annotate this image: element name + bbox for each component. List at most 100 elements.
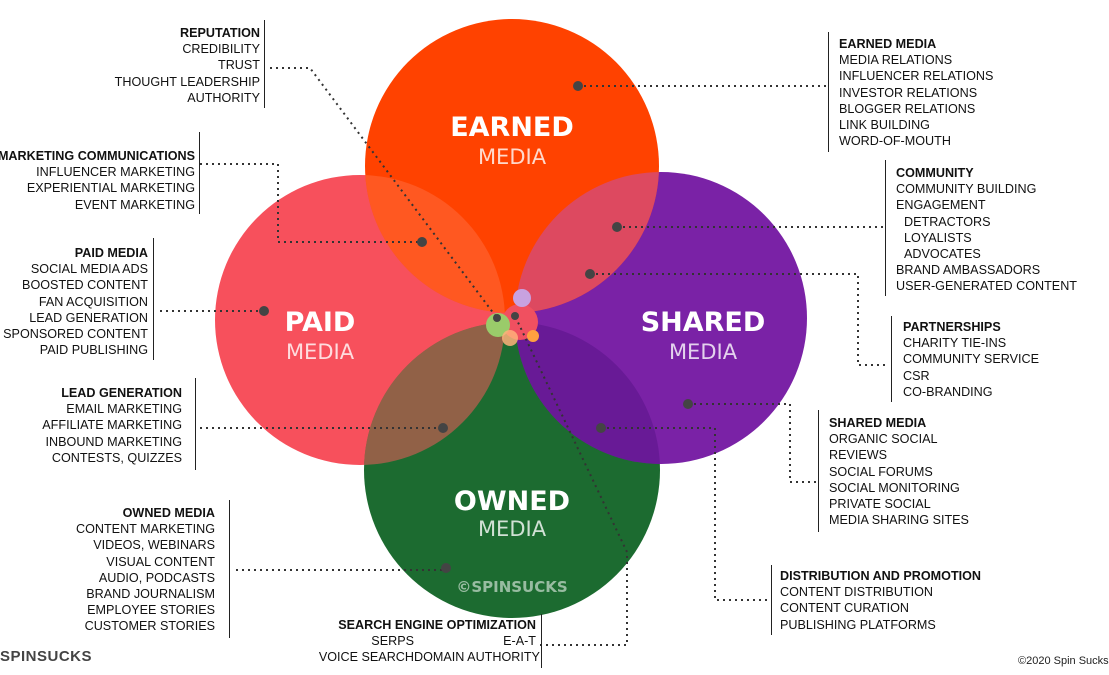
paid-earned-overlap [365,175,505,313]
connector-marketing-comms [200,163,422,243]
connector-dot [585,269,595,279]
marketing-comms-block: MARKETING COMMUNICATIONS INFLUENCER MARK… [0,148,195,213]
watermark: ©SPINSUCKS [456,578,567,596]
list-item: COMMUNITY SERVICE [903,352,1039,367]
list-item: EMAIL MARKETING [66,402,182,417]
center-bubble [513,289,531,307]
list-item: SPONSORED CONTENT [3,327,148,342]
list-item: CO-BRANDING [903,384,993,399]
list-item: EXPERIENTIAL MARKETING [26,181,195,196]
block-heading: COMMUNITY [896,166,974,180]
list-item: LINK BUILDING [839,118,930,133]
bracket-line [891,316,892,402]
center-bubble [486,313,510,337]
community-block: COMMUNITY COMMUNITY BUILDING ENGAGEMENT … [896,165,1077,295]
connector-partnerships [590,273,888,366]
reputation-block: REPUTATION CREDIBILITY TRUST THOUGHT LEA… [115,25,260,106]
list-item: CREDIBILITY [182,42,260,57]
bracket-line [195,378,196,470]
list-item: MEDIA SHARING SITES [829,513,969,528]
list-item: SOCIAL FORUMS [829,464,933,479]
paid-owned-overlap [364,322,505,465]
list-item: USER-GENERATED CONTENT [896,279,1077,294]
distribution-block: DISTRIBUTION AND PROMOTION CONTENT DISTR… [780,568,981,633]
list-item: AFFILIATE MARKETING [42,418,182,433]
spinsucks-logo: SPINSUCKS [0,648,93,665]
connector-dot [596,423,606,433]
seo-row: VOICE SEARCH DOMAIN AUTHORITY [299,649,540,665]
block-heading: PAID MEDIA [74,246,148,260]
connector-dot [438,423,448,433]
list-item: COMMUNITY BUILDING [896,182,1037,197]
list-item: THOUGHT LEADERSHIP [114,74,260,89]
list-item: LEAD GENERATION [29,310,148,325]
block-heading: SEARCH ENGINE OPTIMIZATION [338,618,536,632]
list-item: VISUAL CONTENT [106,554,215,569]
list-item: SOCIAL MEDIA ADS [30,262,148,277]
list-item: INBOUND MARKETING [45,434,182,449]
connector-dot [493,314,501,322]
list-item: WORD-OF-MOUTH [839,134,951,149]
owned-title: OWNED [454,486,570,517]
list-item: ORGANIC SOCIAL [829,432,938,447]
list-item: EVENT MARKETING [74,197,195,212]
list-item: DETRACTORS [904,214,991,229]
bracket-line [818,410,819,532]
connector-seo [514,315,628,646]
peso-diagram: EARNED MEDIA PAID MEDIA SHARED MEDIA OWN… [160,19,888,646]
connector-dot [259,306,269,316]
connector-dot [441,563,451,573]
owned-media-block: OWNED MEDIA CONTENT MARKETING VIDEOS, WE… [76,505,215,635]
center-bubble [527,330,539,342]
owned-subtitle: MEDIA [478,517,547,541]
connector-distribution [601,427,768,601]
seo-row: SERPS E-A-T [299,633,536,649]
earned-title: EARNED [450,112,574,143]
list-item: SERPS [371,634,414,649]
shared-owned-overlap [515,322,660,464]
list-item: MEDIA RELATIONS [839,53,953,68]
list-item: INFLUENCER MARKETING [36,165,195,180]
list-item: INFLUENCER RELATIONS [839,69,994,84]
copyright-text: ©2020 Spin Sucks [1018,655,1109,667]
seo-block: SEARCH ENGINE OPTIMIZATION SERPS E-A-T V… [299,617,540,666]
shared-earned-overlap [515,172,659,313]
bracket-line [771,565,772,635]
connector-dot [683,399,693,409]
list-item: E-A-T [503,634,536,649]
earned-subtitle: MEDIA [478,145,547,169]
list-item: CONTENT MARKETING [75,522,215,537]
block-heading: DISTRIBUTION AND PROMOTION [780,569,982,583]
block-heading: SHARED MEDIA [829,416,927,430]
list-item: BOOSTED CONTENT [22,278,148,293]
block-heading: EARNED MEDIA [839,37,937,51]
center-bubble [502,330,518,346]
bracket-line [229,500,230,638]
earned-media-block: EARNED MEDIA MEDIA RELATIONS INFLUENCER … [839,36,993,149]
bracket-line [199,132,200,214]
list-item: INVESTOR RELATIONS [839,85,978,100]
list-item: VIDEOS, WEBINARS [93,538,215,553]
list-item: BRAND AMBASSADORS [896,263,1041,278]
list-item: TRUST [218,58,260,73]
connector-dot [612,222,622,232]
paid-subtitle: MEDIA [286,340,355,364]
connector-shared-media [688,403,816,483]
block-heading: LEAD GENERATION [61,386,182,400]
list-item: PRIVATE SOCIAL [829,497,931,512]
list-item: VOICE SEARCH [318,650,414,665]
list-item: EMPLOYEE STORIES [87,603,215,618]
list-item: SOCIAL MONITORING [829,480,960,495]
block-heading: OWNED MEDIA [122,506,215,520]
list-item: FAN ACQUISITION [38,294,148,309]
list-item: CONTENT CURATION [780,601,909,616]
paid-title: PAID [285,307,356,338]
connector-dot [511,312,519,320]
shared-subtitle: MEDIA [669,340,738,364]
paid-media-block: PAID MEDIA SOCIAL MEDIA ADS BOOSTED CONT… [3,245,148,358]
connector-reputation [270,67,498,319]
list-item: DOMAIN AUTHORITY [414,650,540,665]
bracket-line [264,20,265,108]
block-heading: MARKETING COMMUNICATIONS [0,149,195,163]
block-heading: PARTNERSHIPS [903,320,1001,334]
